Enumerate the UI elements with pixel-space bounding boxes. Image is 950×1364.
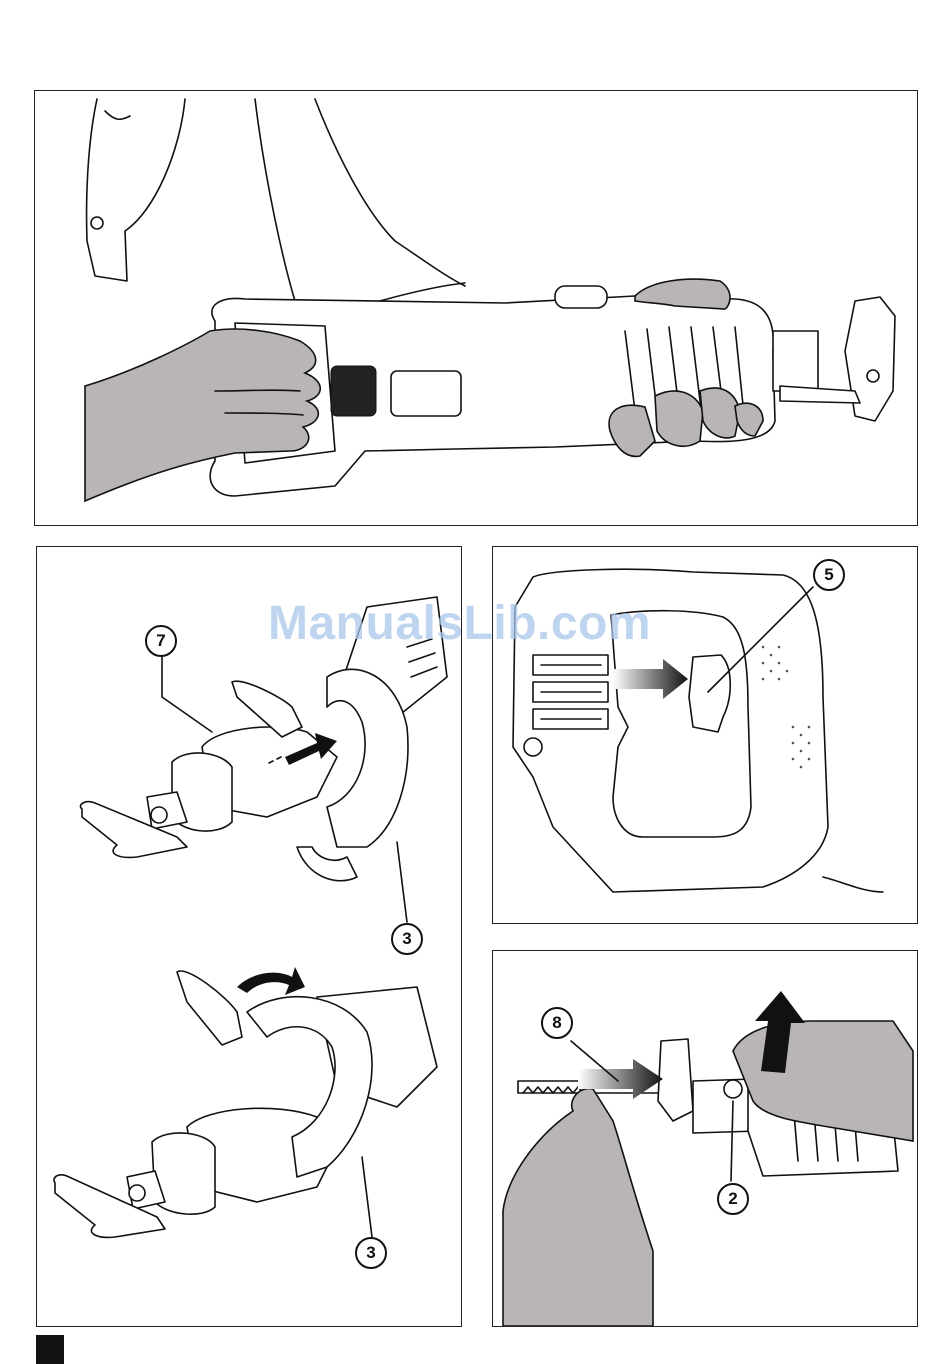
- callout-8: 8: [541, 1007, 573, 1039]
- callout-5: 5: [813, 559, 845, 591]
- callout-3-upper: 3: [391, 923, 423, 955]
- saw-grip-illustration: [35, 91, 917, 525]
- callout-7: 7: [145, 625, 177, 657]
- callout-2: 2: [717, 1183, 749, 1215]
- figure-two-handed-grip: [34, 90, 918, 526]
- figure-attach-handle: 7 3 3: [36, 546, 462, 1327]
- callout-3-lower: 3: [355, 1237, 387, 1269]
- page-tab-marker: [36, 1335, 64, 1364]
- figure-blade-insert: 8 2: [492, 950, 918, 1327]
- watermark-text: ManualsLib.com: [268, 596, 651, 651]
